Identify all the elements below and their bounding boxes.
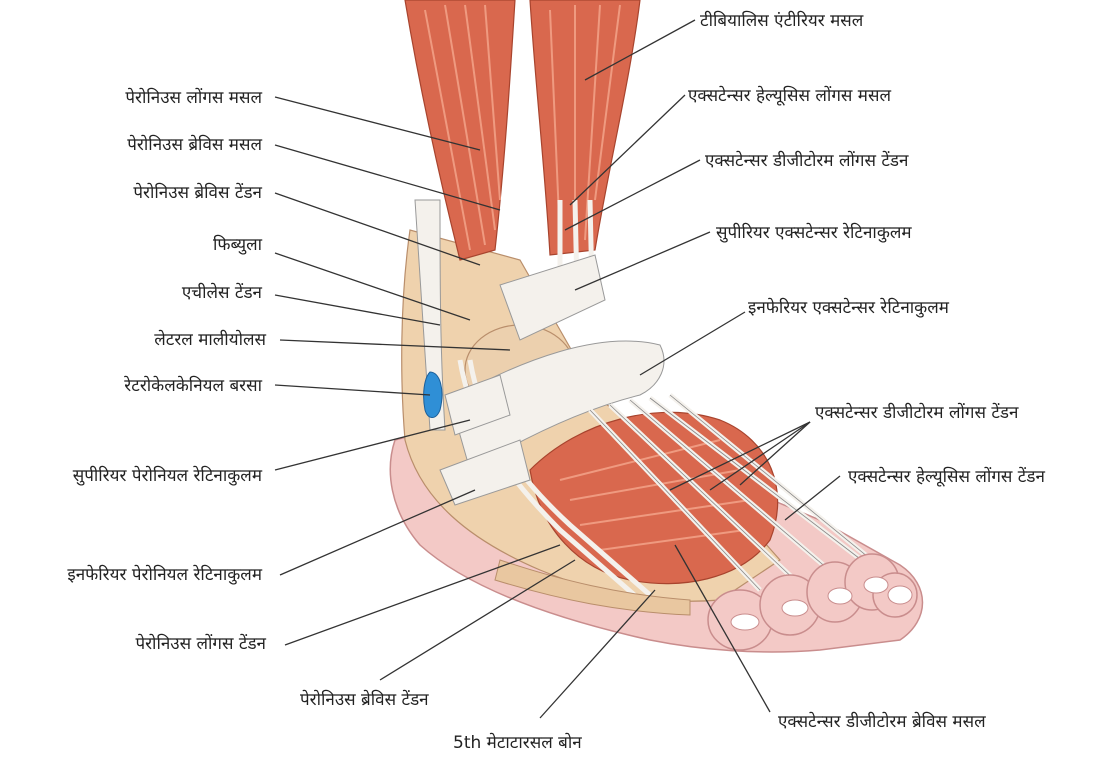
leader-inferior-extensor-retinaculum	[640, 312, 745, 375]
label-extensor-digitorum-longus-tendon-lower: एक्सटेन्सर डीजीटोरम लोंगस टेंडन	[815, 402, 1019, 423]
label-peroneus-brevis-tendon-bottom: पेरोनिउस ब्रेविस टेंडन	[300, 689, 429, 710]
label-peroneus-longus-muscle: पेरोनिउस लोंगस मसल	[125, 87, 262, 108]
toenail-3	[828, 588, 852, 604]
label-achilles-tendon: एचीलेस टेंडन	[182, 282, 263, 303]
label-superior-peroneal-retinaculum: सुपीरियर पेरोनियल रेटिनाकुलम	[73, 465, 263, 486]
label-fibula: फिब्युला	[213, 234, 263, 255]
label-extensor-hallucis-longus-muscle: एक्सटेन्सर हेल्यूसिस लोंगस मसल	[688, 85, 891, 106]
label-extensor-digitorum-brevis-muscle: एक्सटेन्सर डीजीटोरम ब्रेविस मसल	[778, 711, 986, 732]
label-peroneus-brevis-muscle: पेरोनिउस ब्रेविस मसल	[127, 134, 262, 155]
label-tibialis-anterior-muscle: टीबियालिस एंटीरियर मसल	[700, 10, 864, 31]
tibialis-anterior-shape	[530, 0, 640, 255]
label-inferior-peroneal-retinaculum: इनफेरियर पेरोनियल रेटिनाकुलम	[67, 564, 262, 585]
toenail-5	[731, 614, 759, 630]
label-extensor-digitorum-longus-tendon-upper: एक्सटेन्सर डीजीटोरम लोंगस टेंडन	[705, 150, 909, 171]
toenail-1	[888, 586, 912, 604]
label-lateral-malleolus: लेटरल मालीयोलस	[154, 329, 266, 350]
label-inferior-extensor-retinaculum: इनफेरियर एक्सटेन्सर रेटिनाकुलम	[748, 297, 950, 318]
toenail-2	[864, 577, 888, 593]
label-retrocalcaneal-bursa: रेटरोकेलकेनियल बरसा	[123, 375, 263, 396]
label-fifth-metatarsal-bone: 5th मेटाटारसल बोन	[453, 732, 582, 753]
label-extensor-hallucis-longus-tendon: एक्सटेन्सर हेल्यूसिस लोंगस टेंडन	[848, 466, 1045, 487]
label-superior-extensor-retinaculum: सुपीरियर एक्सटेन्सर रेटिनाकुलम	[716, 222, 912, 243]
label-peroneus-longus-tendon: पेरोनिउस लोंगस टेंडन	[135, 633, 266, 654]
label-peroneus-brevis-tendon-left: पेरोनिउस ब्रेविस टेंडन	[133, 182, 262, 203]
toenail-4	[782, 600, 808, 616]
